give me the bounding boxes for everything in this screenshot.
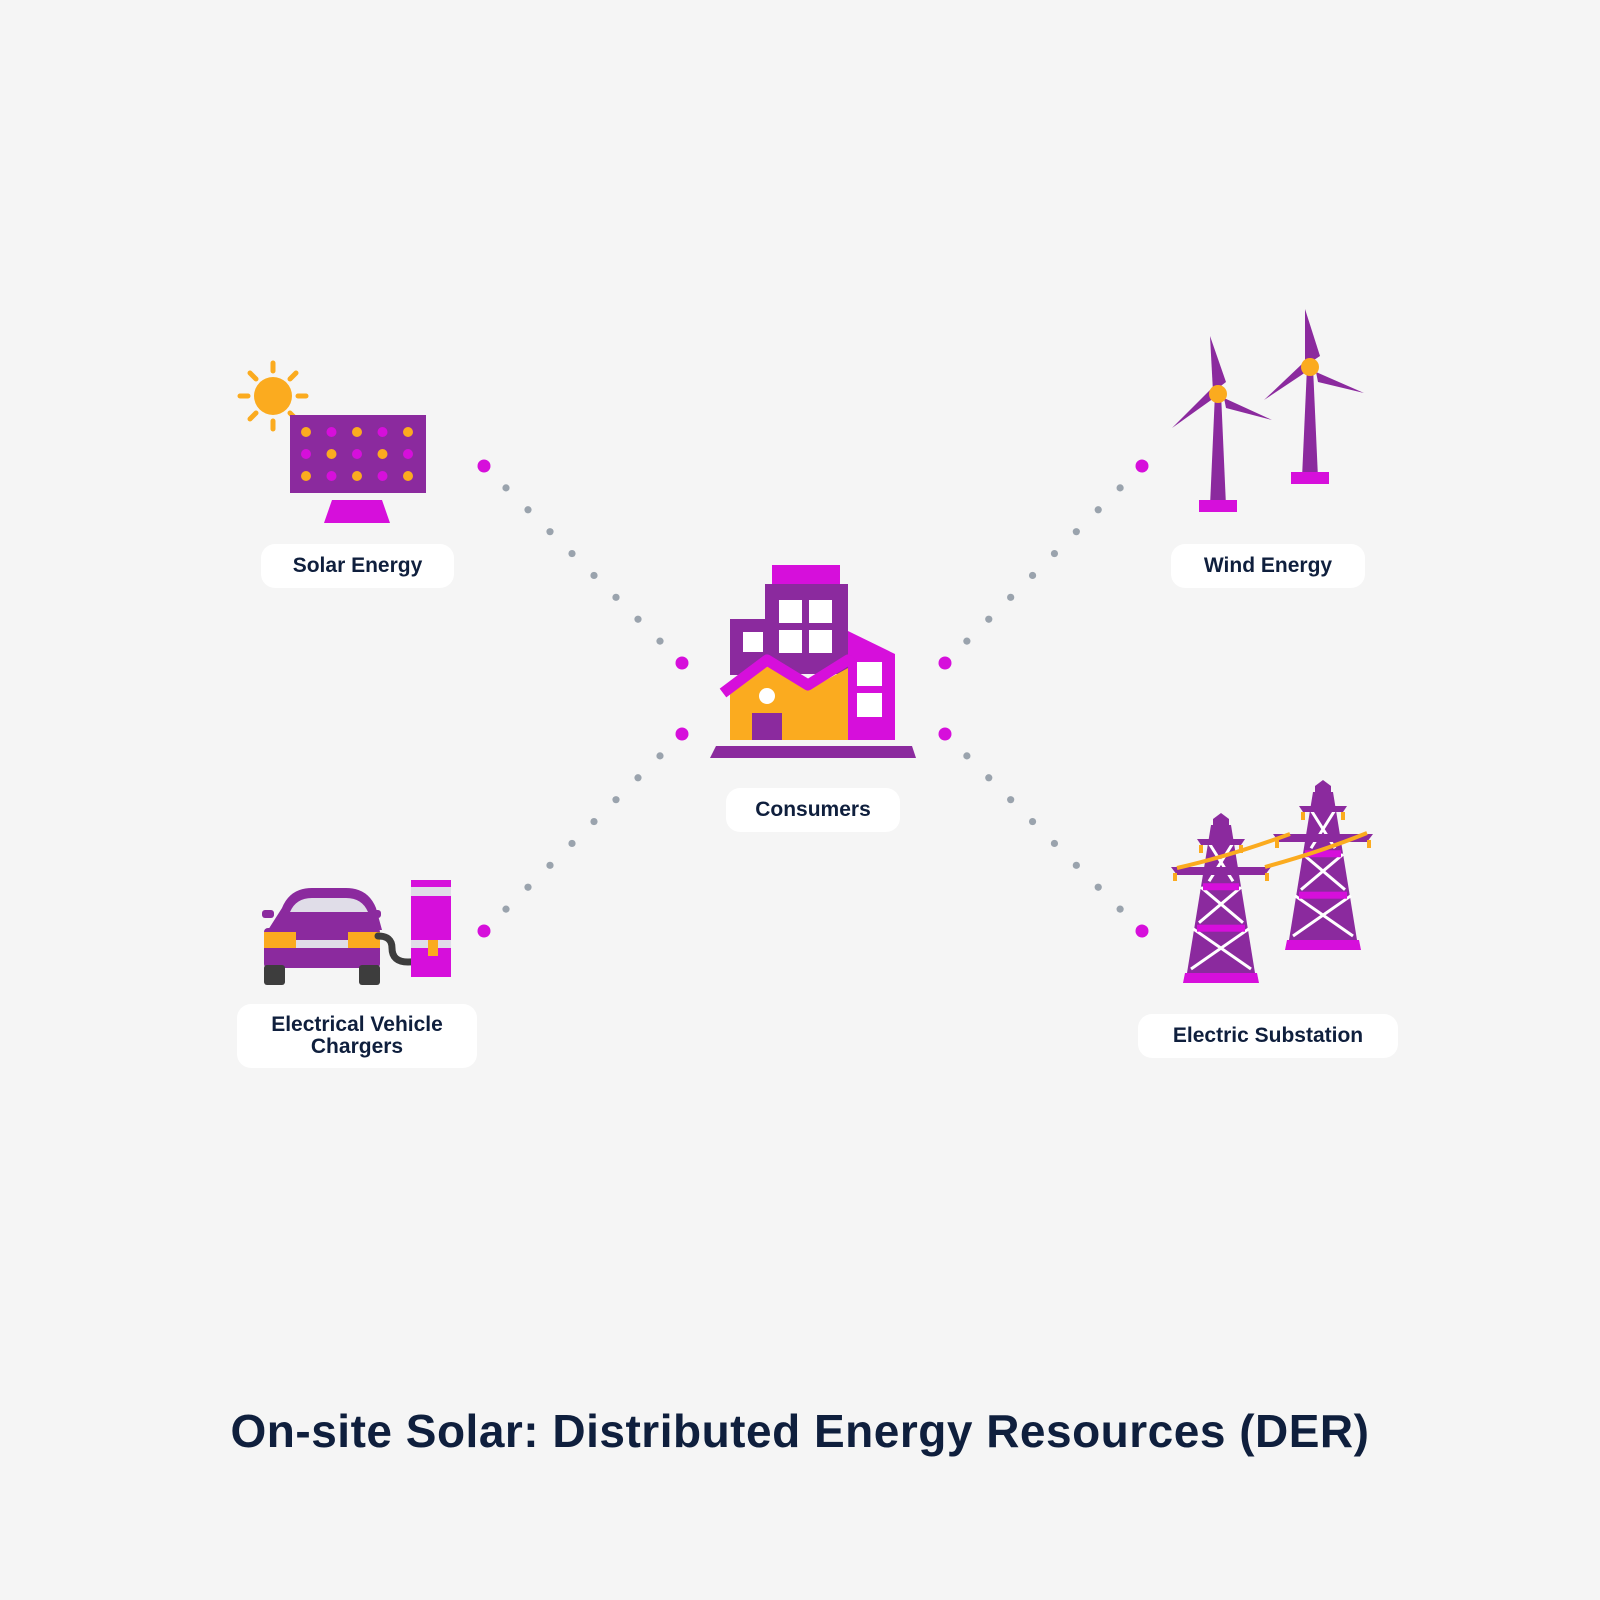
connector-endpoint [477,924,491,938]
connector-endpoint [938,656,952,670]
connector-dot [656,752,664,760]
connector-dot [656,637,664,645]
connector-dot [568,549,576,558]
page-title: On-site Solar: Distributed Energy Resour… [230,1405,1370,1457]
solar-cell [326,427,337,437]
connector-endpoint [675,656,689,670]
solar-cell [352,427,362,437]
connector-dot [1007,593,1015,601]
solar-panel-icon [237,360,426,523]
connector-dot [1050,839,1059,848]
consumers-label: Consumers [726,788,900,832]
connector-dot [612,796,620,804]
connector-dot [590,817,598,826]
ev-chargers-label-line2: Chargers [310,1035,404,1058]
solar-cell [301,449,311,459]
connector-dot [1116,905,1124,913]
ev-chargers-label-line1: Electrical Vehicle [271,1013,443,1036]
solar-cell [326,471,337,481]
ev-chargers-label: Electrical Vehicle Chargers [237,1004,477,1068]
connector-endpoint [1135,924,1149,938]
solar-cell [377,449,388,459]
connector-dot [590,571,598,580]
connector-endpoint [1135,459,1149,473]
connector-dot [1072,861,1080,869]
connector-dot [546,528,554,536]
connector-endpoint [938,727,952,741]
connector-dot [546,861,554,869]
connector-dot [524,883,532,891]
connector-dot [1028,571,1037,580]
transmission-tower-icon [1171,780,1373,983]
connector-dot [568,839,576,848]
solar-cell [403,471,413,481]
solar-cell [301,427,311,437]
connector-dot [963,637,971,645]
connector-dot [1116,484,1124,492]
wind-energy-label: Wind Energy [1171,544,1365,588]
connector-dot [1050,549,1059,558]
connector-endpoint [477,459,491,473]
solar-cell [377,471,388,481]
connector-dot [985,774,993,782]
connector-dot [634,615,642,623]
solar-cell [377,427,388,437]
solar-cell [301,471,311,481]
connector-dot [524,506,532,514]
connector-dot [1028,817,1037,826]
connector-dot [1007,796,1015,804]
connector-dot [634,774,642,782]
buildings-icon [710,565,916,758]
connector-dot [985,615,993,623]
connector-endpoint [675,727,689,741]
solar-cell [326,449,337,459]
connectors [477,459,1149,938]
wind-turbines-icon [1172,309,1364,512]
power-lines [1176,831,1368,870]
solar-cell [403,449,413,459]
sun-icon [237,360,309,432]
solar-cell [352,471,362,481]
solar-energy-label: Solar Energy [261,544,454,588]
electric-substation-label: Electric Substation [1138,1014,1398,1058]
solar-cell [352,449,362,459]
connector-dot [1094,883,1102,891]
connector-dot [502,484,510,492]
ev-charger-icon [262,880,451,985]
connector-dot [1072,528,1080,536]
solar-cell [403,427,413,437]
connector-dot [1094,506,1102,514]
connector-dot [963,752,971,760]
connector-dot [502,905,510,913]
connector-dot [612,593,620,601]
